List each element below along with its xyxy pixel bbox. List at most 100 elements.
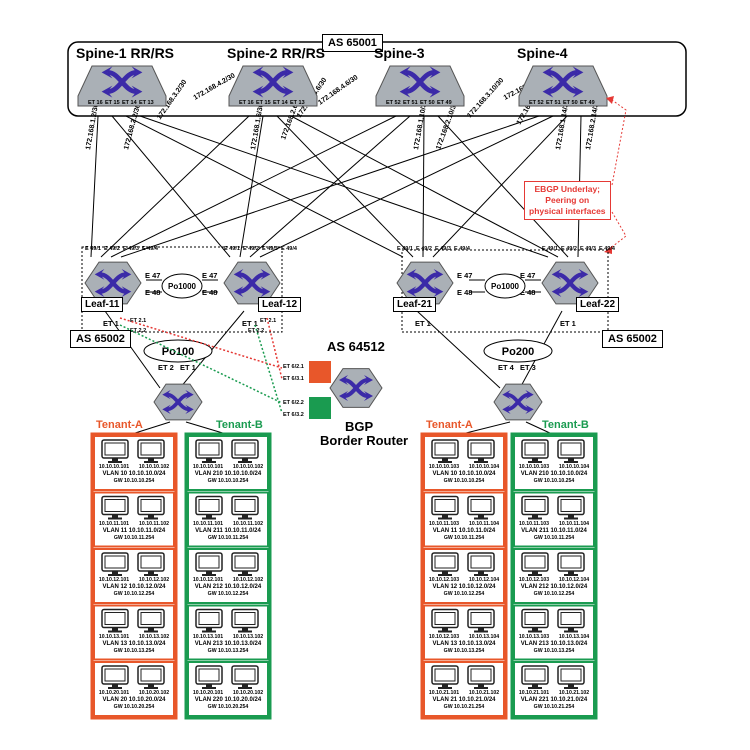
host-monitor-icon[interactable] bbox=[467, 552, 495, 576]
vlan-subnet: VLAN 21 10.10.21.0/24 bbox=[432, 697, 496, 703]
vlan-subnet: VLAN 213 10.10.13.0/24 bbox=[520, 640, 588, 647]
host-monitor-icon[interactable] bbox=[431, 665, 459, 689]
leaf-name: Leaf-12 bbox=[258, 297, 302, 312]
host-monitor-icon[interactable] bbox=[521, 495, 549, 520]
host-monitor-icon[interactable] bbox=[467, 665, 495, 689]
host-ip: 10.10.10.103 bbox=[518, 464, 550, 470]
spine-port-label: ET 51 bbox=[546, 100, 561, 106]
border-router-as: AS 64512 bbox=[327, 339, 385, 354]
host-monitor-icon[interactable] bbox=[231, 495, 259, 520]
leaf-uplink-port: E 49/3 bbox=[262, 246, 278, 252]
host-monitor-icon[interactable] bbox=[467, 439, 495, 463]
leaf-uplink-port: E 49/4 bbox=[281, 246, 298, 252]
host-monitor-icon[interactable] bbox=[195, 665, 223, 689]
host-monitor-icon[interactable] bbox=[557, 439, 585, 463]
host-monitor-icon[interactable] bbox=[431, 552, 459, 576]
host-ip: 10.10.20.101 bbox=[98, 690, 130, 696]
ebgp-note-line: Peering on bbox=[545, 195, 590, 205]
vlan-subnet: VLAN 211 10.10.11.0/24 bbox=[521, 527, 587, 534]
host-monitor-icon[interactable] bbox=[101, 439, 129, 463]
host-monitor-icon[interactable] bbox=[557, 608, 585, 633]
host-monitor-icon[interactable] bbox=[521, 439, 549, 463]
host-monitor-icon[interactable] bbox=[231, 608, 259, 633]
host-monitor-icon[interactable] bbox=[557, 665, 585, 689]
spine-port-label: ET 13 bbox=[139, 100, 154, 106]
host-ip: 10.10.12.101 bbox=[192, 577, 224, 583]
link-subnet-label: 172.168.2.14/30 bbox=[585, 99, 601, 150]
host-ip-row: 10.10.12.103 10.10.12.104 bbox=[514, 577, 594, 584]
vlan-subnet: VLAN 212 10.10.12.0/24 bbox=[194, 584, 262, 590]
spine-switch-2[interactable] bbox=[228, 65, 318, 107]
vlan-subnet: VLAN 10 10.10.10.0/24 bbox=[102, 471, 166, 477]
host-ip: 10.10.10.103 bbox=[428, 464, 460, 470]
host-monitor-icon[interactable] bbox=[137, 439, 165, 463]
host-monitor-icon[interactable] bbox=[557, 495, 585, 520]
host-monitor-icon[interactable] bbox=[137, 608, 165, 633]
host-ip: 10.10.13.101 bbox=[192, 633, 224, 640]
host-monitor-icon[interactable] bbox=[195, 495, 223, 520]
host-ip: 10.10.13.102 bbox=[232, 633, 264, 640]
host-ip: 10.10.11.102 bbox=[232, 520, 263, 527]
host-monitor-icon[interactable] bbox=[101, 665, 129, 689]
host-port-label: ET 1 bbox=[560, 319, 576, 328]
host-ip: 10.10.21.102 bbox=[468, 690, 500, 696]
border-router-port: ET 6/3.2 bbox=[283, 412, 304, 418]
host-ip: 10.10.12.101 bbox=[98, 577, 130, 583]
leaf-uplink-port: E 49/2 bbox=[243, 246, 259, 252]
spine-switch-3[interactable] bbox=[375, 65, 465, 107]
bgp-port-label: ET 2.2 bbox=[248, 328, 264, 334]
vlan-subnet: VLAN 12 10.10.12.0/24 bbox=[432, 584, 496, 590]
host-ip: 10.10.12.104 bbox=[558, 577, 590, 583]
spine-switch-1[interactable] bbox=[77, 65, 167, 107]
host-ip: 10.10.10.101 bbox=[98, 464, 130, 470]
host-ip: 10.10.11.103 bbox=[428, 520, 459, 527]
spine-switch-4[interactable] bbox=[518, 65, 608, 107]
gateway: GW 10.10.11.254 bbox=[207, 534, 249, 541]
host-monitor-icon[interactable] bbox=[101, 608, 129, 633]
host-monitor-icon[interactable] bbox=[467, 495, 495, 520]
gateway: GW 10.10.21.254 bbox=[443, 704, 485, 710]
host-ip: 10.10.13.104 bbox=[468, 633, 500, 640]
host-monitor-icon[interactable] bbox=[467, 608, 495, 633]
host-monitor-icon[interactable] bbox=[195, 439, 223, 463]
host-monitor-icon[interactable] bbox=[431, 495, 459, 520]
host-monitor-icon[interactable] bbox=[137, 495, 165, 520]
host-monitor-icon[interactable] bbox=[231, 552, 259, 576]
host-monitor-icon[interactable] bbox=[521, 608, 549, 633]
spine-port-label: ET 16 bbox=[88, 100, 103, 106]
host-ip: 10.10.12.102 bbox=[138, 577, 170, 583]
host-monitor-icon[interactable] bbox=[195, 608, 223, 633]
link-subnet-label: 172.168.2.2/30 bbox=[123, 103, 142, 150]
vlan-subnet: VLAN 13 10.10.13.0/24 bbox=[102, 640, 166, 647]
tenant-title: Tenant-A bbox=[426, 419, 473, 431]
host-monitor-icon[interactable] bbox=[101, 495, 129, 520]
host-monitor-icon[interactable] bbox=[101, 552, 129, 576]
host-monitor-icon[interactable] bbox=[195, 552, 223, 576]
host-monitor-icon[interactable] bbox=[521, 665, 549, 689]
vlan-subnet: VLAN 220 10.10.20.0/24 bbox=[194, 697, 262, 703]
link-subnet-label: 172.168.1.14/30 bbox=[555, 99, 571, 150]
host-ip: 10.10.20.102 bbox=[232, 690, 264, 696]
gateway: GW 10.10.21.254 bbox=[533, 704, 575, 710]
spine-port-label: ET 49 bbox=[437, 100, 452, 106]
host-monitor-icon[interactable] bbox=[431, 439, 459, 463]
leaf-name: Leaf-21 bbox=[393, 297, 437, 312]
tenant-title: Tenant-A bbox=[96, 419, 143, 431]
host-monitor-icon[interactable] bbox=[557, 552, 585, 576]
host-monitor-icon[interactable] bbox=[137, 552, 165, 576]
host-monitor-icon[interactable] bbox=[137, 665, 165, 689]
host-monitor-icon[interactable] bbox=[431, 608, 459, 633]
spine-port-label: ET 51 bbox=[403, 100, 418, 106]
leaf-pair-as-label: AS 65002 bbox=[70, 330, 131, 348]
host-monitor-icon[interactable] bbox=[231, 665, 259, 689]
host-monitor-icon[interactable] bbox=[231, 439, 259, 463]
host-monitor-icon[interactable] bbox=[521, 552, 549, 576]
host-ip: 10.10.12.103 bbox=[518, 577, 550, 583]
